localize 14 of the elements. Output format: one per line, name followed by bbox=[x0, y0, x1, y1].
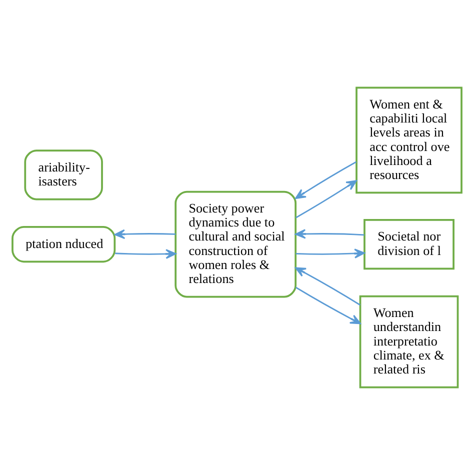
node-box: Society power dynamics due to cultural and social construction of women roles & relations bbox=[174, 190, 297, 298]
arrow bbox=[114, 228, 176, 239]
arrow bbox=[295, 286, 361, 324]
node-box: Women ent & capabiliti local levels areas in acc control ove livelihood a resources bbox=[356, 86, 462, 194]
arrow bbox=[295, 266, 361, 306]
node-box: Women understandin interpretatio climate, ex & related ris bbox=[359, 294, 459, 388]
node-box: ariability- isasters bbox=[24, 149, 103, 200]
node-box: Societal nor division of l bbox=[364, 218, 454, 270]
arrow bbox=[115, 248, 176, 258]
arrow bbox=[296, 248, 365, 258]
arrow bbox=[295, 160, 357, 198]
arrow bbox=[295, 180, 357, 218]
arrow bbox=[295, 228, 364, 238]
node-box: ptation nduced bbox=[12, 226, 116, 262]
